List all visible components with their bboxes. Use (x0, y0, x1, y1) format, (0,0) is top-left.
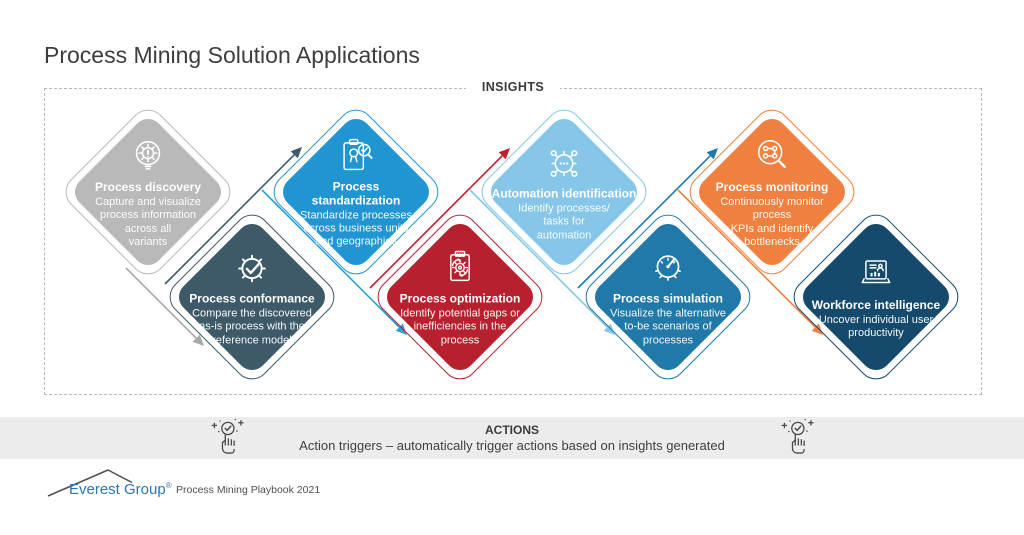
footer: Everest Group® Process Mining Playbook 2… (46, 466, 320, 498)
diamond-title: Workforce intelligence (811, 298, 941, 313)
insights-region: INSIGHTS (44, 80, 982, 395)
automation-gear-nodes-icon (542, 141, 586, 185)
diamond-title: Process conformance (189, 291, 315, 306)
actions-label: ACTIONS (484, 423, 539, 437)
brand-wordmark: Everest Group® (69, 481, 172, 498)
diamond-title: Process optimization (399, 291, 521, 306)
diamond-desc: Standardize processes across business un… (300, 209, 412, 248)
workforce-laptop-icon (854, 253, 898, 297)
insights-label: INSIGHTS (465, 80, 561, 94)
standardization-clipboard-icon (334, 135, 378, 179)
monitoring-magnifier-flow-icon (750, 135, 794, 179)
actions-subtitle: Action triggers – automatically trigger … (299, 438, 725, 453)
discovery-magnifier-gear-icon (126, 135, 170, 179)
diamond-desc: Visualize the alternative to-be scenario… (610, 307, 726, 347)
everest-group-logo: Everest Group® (46, 466, 172, 498)
diamond-title: Automation identification (491, 186, 637, 201)
diamond-desc: Continuously monitor process KPIs and id… (720, 195, 824, 248)
actions-bar: ACTIONS Action triggers – automatically … (0, 417, 1024, 459)
diamond-desc: Compare the discovered as-is process wit… (192, 307, 312, 347)
diamond-title: Process monitoring (715, 179, 829, 194)
diamond-desc: Identify potential gaps or inefficiencie… (400, 307, 520, 347)
mountain-peak-icon (47, 469, 133, 497)
simulation-gauge-icon (646, 246, 690, 290)
diamond-title: Process simulation (612, 291, 724, 306)
tap-check-icon (777, 418, 817, 458)
diamond-desc: Identify processes/ tasks for automation (518, 202, 610, 242)
diamond-title: Process discovery (94, 179, 202, 194)
actions-text-block: ACTIONS Action triggers – automatically … (299, 423, 725, 453)
diamond-desc: Uncover individual user productivity (818, 313, 934, 340)
registered-mark: ® (165, 481, 172, 490)
conformance-gear-check-icon (230, 246, 274, 290)
diamond-title: Process standardization (311, 179, 401, 208)
diamond-desc: Capture and visualize process informatio… (95, 195, 201, 248)
page-title: Process Mining Solution Applications (44, 42, 420, 68)
footer-caption: Process Mining Playbook 2021 (176, 484, 321, 496)
tap-check-icon (207, 418, 247, 458)
optimization-gear-cycle-icon (438, 246, 482, 290)
